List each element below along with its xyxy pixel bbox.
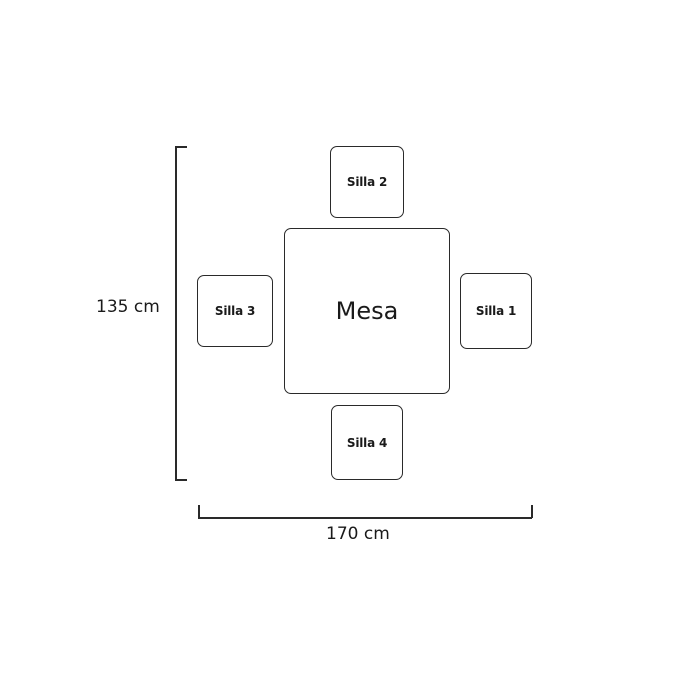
chair-3: Silla 3: [197, 275, 273, 347]
chair-2-label: Silla 2: [346, 175, 388, 189]
height-dimension-tick-bottom: [175, 479, 187, 481]
chair-1-label: Silla 1: [475, 304, 517, 318]
width-dimension-tick-right: [531, 505, 533, 518]
table: Mesa: [284, 228, 450, 394]
height-dimension-line: [175, 146, 177, 480]
width-dimension-line: [198, 517, 532, 519]
chair-3-label: Silla 3: [214, 304, 256, 318]
chair-4: Silla 4: [331, 405, 403, 480]
height-dimension-label: 135 cm: [96, 297, 160, 317]
chair-1: Silla 1: [460, 273, 532, 349]
width-dimension-tick-left: [198, 505, 200, 518]
table-label: Mesa: [335, 297, 399, 325]
width-dimension-label: 170 cm: [326, 524, 390, 544]
chair-2: Silla 2: [330, 146, 404, 218]
height-dimension-tick-top: [175, 146, 187, 148]
chair-4-label: Silla 4: [346, 435, 388, 450]
